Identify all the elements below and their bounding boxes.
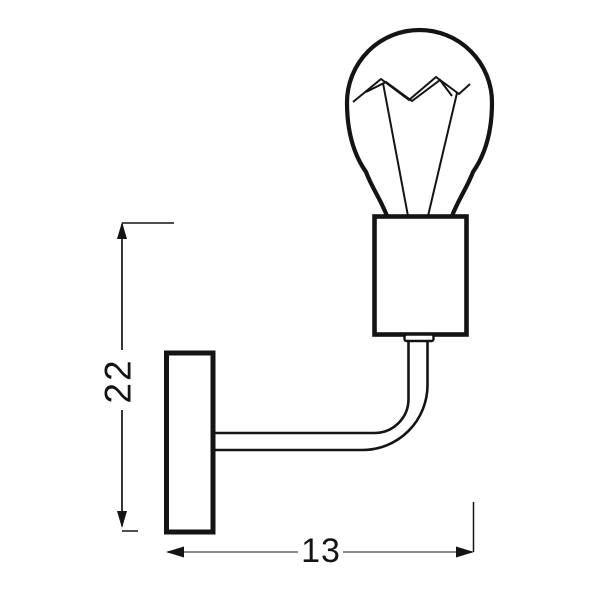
filament-zigzag-icon: [352, 75, 471, 103]
socket-collar: [403, 333, 435, 343]
height-dimension-label: 22: [98, 358, 139, 403]
wall-plate: [164, 350, 216, 535]
height-arrowhead-down-icon: [117, 511, 127, 528]
mounting-arm-inner-edge: [213, 341, 410, 435]
height-arrowhead-up-icon: [117, 222, 127, 239]
width-arrowhead-left-icon: [166, 546, 184, 558]
filament-zigzag-double-icon: [365, 78, 453, 103]
width-arrowhead-right-icon: [456, 546, 474, 558]
lamp-socket: [372, 214, 469, 337]
filament-support-wire-left: [382, 82, 409, 217]
filament-support-wire-right: [427, 92, 458, 217]
mounting-arm-outer-edge: [213, 341, 429, 452]
bulb-glass-outline: [344, 27, 495, 219]
width-dimension-label: 13: [301, 532, 341, 570]
